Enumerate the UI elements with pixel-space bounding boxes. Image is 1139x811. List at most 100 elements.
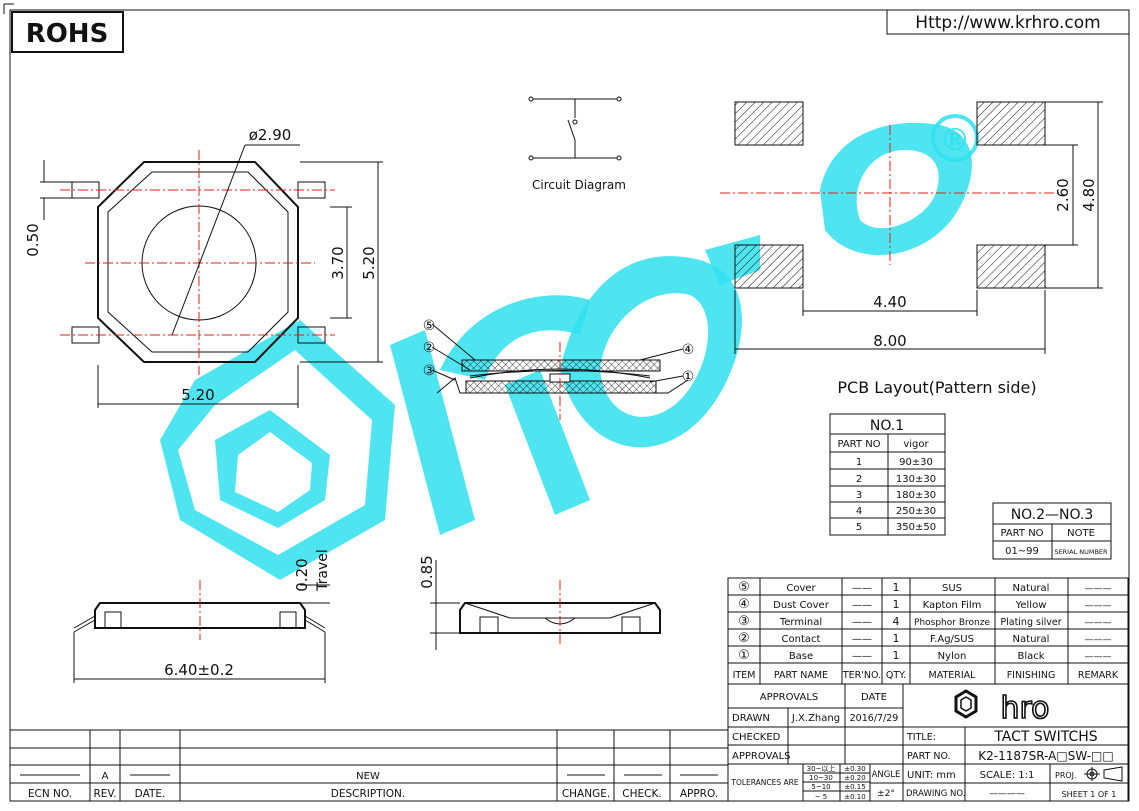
force-row-5-vigor: 350±50	[896, 522, 936, 533]
projection-label: PROJ.	[1055, 771, 1077, 780]
force-row-2-part: 2	[856, 474, 862, 485]
drawing-title: TACT SWITCHS	[993, 729, 1097, 745]
title-block	[727, 683, 1129, 802]
dim-520-vertical: 5.20	[360, 246, 378, 279]
bom-header-qty: QTY.	[886, 670, 906, 681]
tol-value-1: ±0.30	[844, 765, 865, 773]
dim-260: 2.60	[1054, 178, 1072, 211]
tol-range-2: 10~30	[809, 774, 833, 782]
force-row-5-part: 5	[856, 522, 862, 533]
rev-header-ecn: ECN NO.	[28, 788, 72, 800]
force-row-4-vigor: 250±30	[896, 506, 936, 517]
website-label: Http://www.krhro.com	[915, 13, 1100, 33]
force-row-3-part: 3	[856, 490, 862, 501]
force-row-2-vigor: 130±30	[896, 474, 936, 485]
dim-640: 6.40±0.2	[164, 661, 234, 679]
drawing-no-value: ————	[989, 789, 1025, 799]
dim-800: 8.00	[873, 332, 906, 350]
bom-header-remark: REMARK	[1078, 670, 1119, 681]
bom-header-finishing: FINISHING	[1007, 670, 1056, 681]
angle-label: ANGLE	[872, 770, 901, 780]
bom-row-5-qty: 1	[893, 581, 900, 594]
bom-row-3-name: Terminal	[779, 617, 822, 628]
revision-description: NEW	[356, 771, 380, 782]
part-no: K2-1187SR-A□SW-□□	[978, 749, 1113, 763]
bom-row-1-qty: 1	[893, 649, 900, 662]
drawn-date: 2016/7/29	[850, 713, 899, 724]
bom-row-3-material: Phosphor Bronze	[914, 618, 990, 628]
drawn-label: DRAWN	[732, 713, 770, 724]
callout-3: ③	[423, 363, 436, 379]
rev-header-rev: REV.	[93, 788, 116, 800]
dim-480: 4.80	[1080, 178, 1098, 211]
bom-row-1-remark: ———	[1085, 652, 1112, 662]
force-row-1-vigor: 90±30	[899, 457, 933, 468]
bom-row-3-remark: ———	[1085, 618, 1112, 628]
dim-050: 0.50	[24, 223, 42, 256]
force-table-title: NO.1	[870, 418, 904, 434]
bom-row-3-ter: ——	[852, 617, 872, 628]
bom-row-5-finishing: Natural	[1013, 583, 1050, 594]
tol-value-2: ±0.20	[844, 774, 865, 782]
bom-row-5-material: SUS	[942, 583, 962, 594]
dim-085: 0.85	[418, 555, 436, 588]
bom-row-1-finishing: Black	[1017, 651, 1044, 662]
scale-label: SCALE: 1:1	[980, 770, 1035, 781]
drawing-frame	[9, 9, 1130, 802]
serial-table-header-part: PART NO	[1000, 528, 1043, 539]
circuit-diagram-label: Circuit Diagram	[532, 178, 626, 192]
bom-row-2-finishing: Natural	[1013, 634, 1050, 645]
callout-4: ④	[682, 342, 695, 358]
force-table	[829, 413, 946, 536]
force-row-4-part: 4	[856, 506, 862, 517]
bom-row-4-material: Kapton Film	[923, 600, 982, 611]
registered-mark: ®	[940, 123, 970, 158]
pcb-layout	[720, 101, 1103, 354]
serial-table	[992, 502, 1112, 560]
bom-row-4-name: Dust Cover	[773, 600, 830, 611]
bom-row-2-remark: ———	[1085, 635, 1112, 645]
dim-diameter: ø2.90	[249, 126, 292, 144]
travel-label: Travel	[315, 549, 331, 592]
bom-row-5-item: ⑤	[738, 580, 750, 595]
front-view	[73, 580, 330, 683]
bom-row-1-ter: ——	[852, 651, 872, 662]
rev-header-check: CHECK.	[622, 788, 661, 800]
bom-row-4-ter: ——	[852, 600, 872, 611]
approvals-header: APPROVALS	[760, 692, 819, 703]
bom-row-2-ter: ——	[852, 634, 872, 645]
bom-row-3-item: ③	[738, 614, 750, 629]
bom-header-item: ITEM	[733, 670, 756, 681]
bom-row-4-finishing: Yellow	[1015, 600, 1047, 611]
callout-2: ②	[423, 340, 436, 356]
part-no-label: PART NO.	[907, 751, 951, 762]
serial-row-part: 01~99	[1005, 546, 1039, 557]
bom-table	[727, 577, 1129, 685]
hro-watermark	[160, 114, 979, 580]
bom-row-3-qty: 4	[893, 615, 900, 628]
force-table-header-part: PART NO	[837, 439, 880, 450]
force-row-1-part: 1	[856, 457, 862, 468]
callout-1: ①	[682, 369, 695, 385]
revision-block	[10, 729, 728, 801]
approvals-label: APPROVALS	[732, 751, 791, 762]
bom-row-4-qty: 1	[893, 598, 900, 611]
bom-row-4-remark: ———	[1085, 601, 1112, 611]
projection-symbol-icon	[1084, 766, 1123, 782]
angle-value: ±2°	[877, 789, 895, 799]
date-header: DATE	[861, 692, 887, 703]
tolerances-label: TOLERANCES ARE	[730, 778, 799, 787]
bom-row-4-item: ④	[738, 597, 750, 612]
unit-label: UNIT: mm	[907, 770, 956, 781]
tol-range-1: 30~以上	[807, 764, 836, 773]
bom-row-1-item: ①	[738, 648, 750, 663]
rev-header-change: CHANGE.	[562, 788, 610, 800]
top-view	[40, 144, 383, 408]
bom-row-2-material: F.Ag/SUS	[930, 634, 974, 645]
dim-020: 0.20	[293, 558, 311, 591]
bom-row-5-ter: ——	[852, 583, 872, 594]
drawing-no-label: DRAWING NO.	[906, 789, 965, 799]
bom-row-2-item: ②	[738, 631, 750, 646]
force-row-3-vigor: 180±30	[896, 490, 936, 501]
side-view	[430, 560, 661, 650]
